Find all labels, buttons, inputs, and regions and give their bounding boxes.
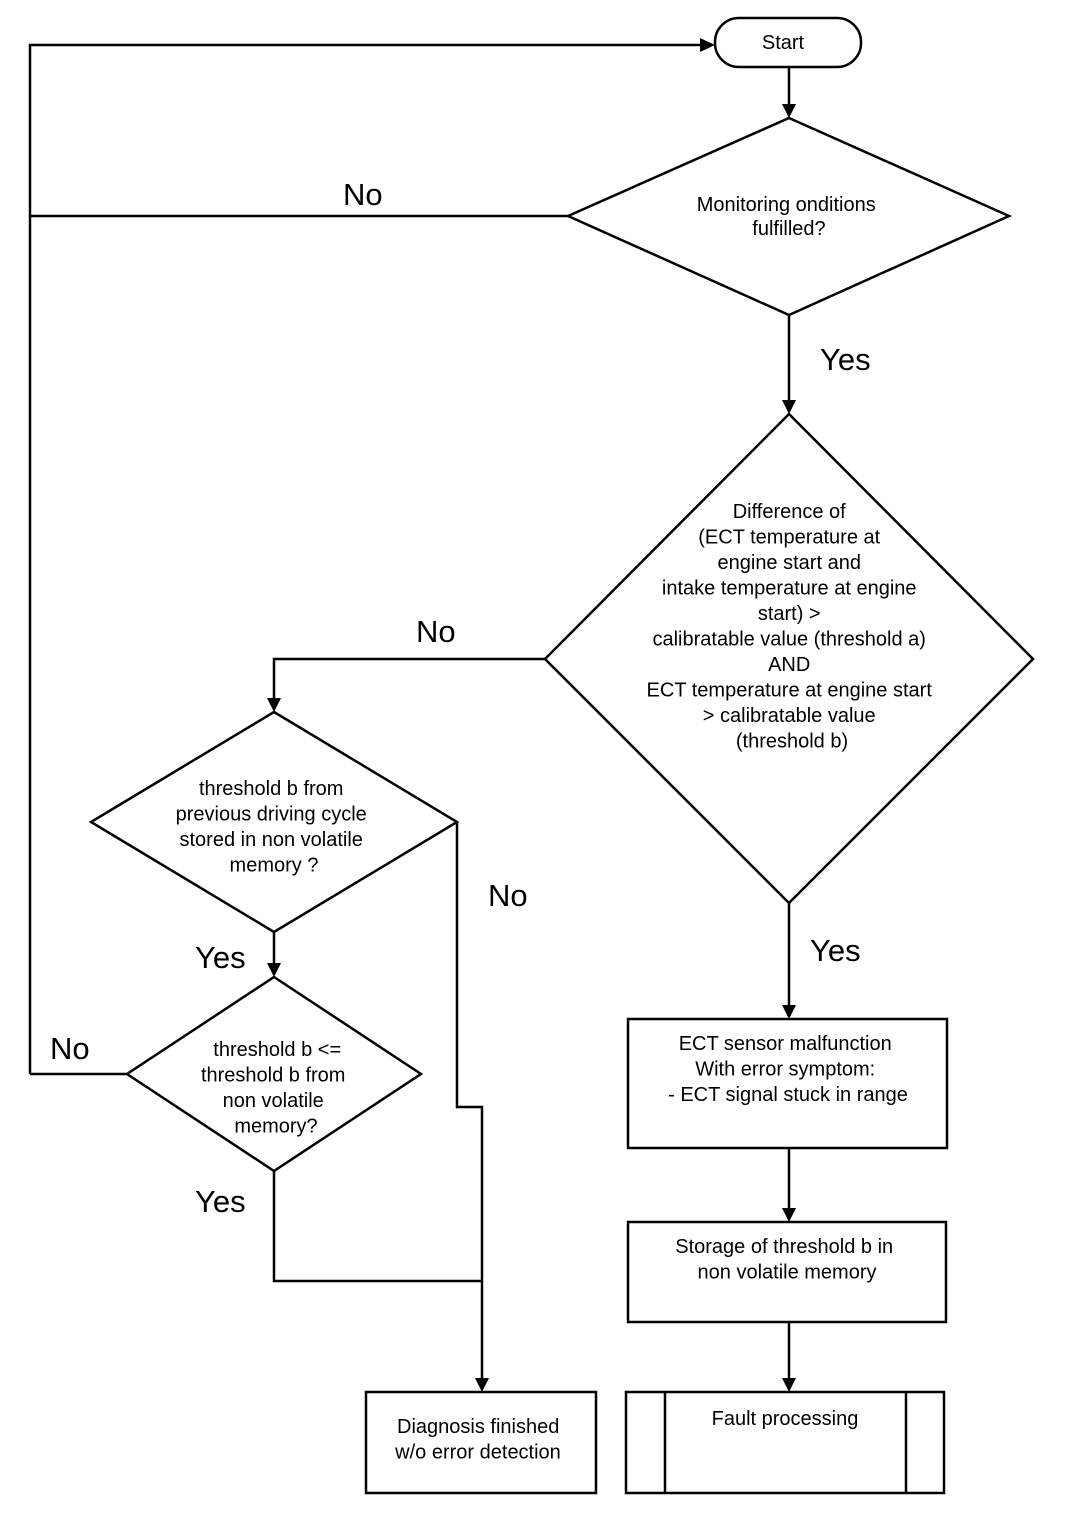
connectors [28, 38, 796, 1392]
node-threshold-compare: threshold b <= threshold b from non vola… [124, 975, 424, 1173]
node-threshold-stored: threshold b from previous driving cycle … [88, 710, 460, 934]
difference-line-6: calibratable value (threshold a) [652, 629, 926, 651]
difference-line-3: engine start and [718, 552, 861, 574]
label-difference-yes: Yes [810, 933, 861, 968]
storage-text: Storage of threshold b in non volatile m… [675, 1236, 898, 1284]
arrowhead-threshold-compare [267, 963, 281, 977]
start-terminator [713, 16, 863, 69]
storage-box [626, 1220, 948, 1324]
node-diagnosis-finished: Diagnosis finished w/o error detection [364, 1390, 598, 1495]
threshold-compare-line-2: threshold b from [201, 1065, 346, 1087]
node-ect-malfunction: ECT sensor malfunction With error sympto… [626, 1017, 949, 1150]
fault-processing-box [624, 1390, 946, 1495]
arrowhead-difference [782, 400, 796, 414]
arrowhead-fault-processing [782, 1378, 796, 1392]
difference-line-8: AND [768, 654, 810, 676]
label-compare-no: No [50, 1031, 90, 1066]
edge-labels: No Yes No Yes No Yes No Yes [50, 177, 871, 1219]
monitoring-text: Monitoring onditions fulfilled? [697, 194, 882, 240]
arrowhead-diagnosis [475, 1378, 489, 1392]
label-stored-yes: Yes [195, 940, 246, 975]
start-label: Start [762, 32, 805, 54]
threshold-stored-line-1: threshold b from [199, 778, 344, 800]
difference-text: Difference of (ECT temperature at engine… [647, 501, 938, 753]
monitoring-line-2: fulfilled? [752, 218, 825, 240]
diagnosis-line-2: w/o error detection [394, 1442, 561, 1464]
storage-line-1: Storage of threshold b in [675, 1236, 893, 1258]
ect-malfunction-line-4: - ECT signal stuck in range [668, 1084, 908, 1106]
ect-malfunction-text: ECT sensor malfunction With error sympto… [668, 1033, 908, 1106]
monitoring-line-1: Monitoring onditions [697, 194, 876, 216]
ect-malfunction-line-1: ECT sensor malfunction [679, 1033, 892, 1055]
threshold-compare-diamond [124, 975, 424, 1173]
difference-line-11: > calibratable value [703, 705, 876, 727]
difference-line-10: ECT temperature at engine start [647, 680, 933, 702]
node-start: Start [713, 16, 863, 69]
difference-line-1: Difference of [733, 501, 846, 523]
label-stored-no: No [488, 878, 528, 913]
monitoring-decision-diamond [564, 116, 1013, 317]
threshold-compare-text: threshold b <= threshold b from non vola… [201, 1039, 351, 1138]
node-monitoring-conditions: Monitoring onditions fulfilled? [564, 116, 1013, 317]
arrowhead-monitoring [782, 104, 796, 118]
storage-line-2: non volatile memory [698, 1262, 877, 1284]
arrowhead-storage [782, 1208, 796, 1222]
node-storage: Storage of threshold b in non volatile m… [626, 1220, 948, 1324]
diagnosis-finished-text: Diagnosis finished w/o error detection [394, 1416, 565, 1464]
arrowhead-start [700, 38, 715, 52]
threshold-compare-line-4: memory? [234, 1116, 317, 1138]
arrowhead-ect-malfunction [782, 1005, 796, 1019]
diagnosis-finished-box [364, 1390, 598, 1495]
threshold-compare-line-3: non volatile [223, 1090, 324, 1112]
node-difference-check: Difference of (ECT temperature at engine… [543, 412, 1035, 905]
threshold-stored-line-4: memory ? [230, 855, 319, 877]
difference-line-12: (threshold b) [736, 731, 848, 753]
label-monitoring-yes: Yes [820, 342, 871, 377]
label-difference-no: No [416, 614, 456, 649]
threshold-compare-line-1: threshold b <= [213, 1039, 341, 1061]
label-compare-yes: Yes [195, 1184, 246, 1219]
threshold-stored-text: threshold b from previous driving cycle … [176, 778, 373, 877]
difference-line-2: (ECT temperature at [698, 527, 880, 549]
diagnosis-line-1: Diagnosis finished [397, 1416, 559, 1438]
edge-return-to-start [28, 43, 700, 1074]
difference-line-5: start) > [758, 603, 821, 625]
difference-line-4: intake temperature at engine [662, 578, 917, 600]
fault-processing-label: Fault processing [712, 1408, 859, 1430]
threshold-stored-line-3: stored in non volatile [179, 829, 362, 851]
threshold-stored-line-2: previous driving cycle [176, 804, 367, 826]
ect-malfunction-box [626, 1017, 949, 1150]
edge-stored-no [455, 822, 484, 1380]
ect-malfunction-line-2: With error symptom: [695, 1059, 875, 1081]
arrowhead-threshold-stored [267, 698, 281, 712]
edge-compare-yes [272, 1171, 482, 1283]
label-monitoring-no: No [343, 177, 383, 212]
difference-decision-diamond [543, 412, 1035, 905]
edge-difference-no [272, 657, 545, 700]
threshold-stored-diamond [88, 710, 460, 934]
node-fault-processing: Fault processing [624, 1390, 946, 1495]
